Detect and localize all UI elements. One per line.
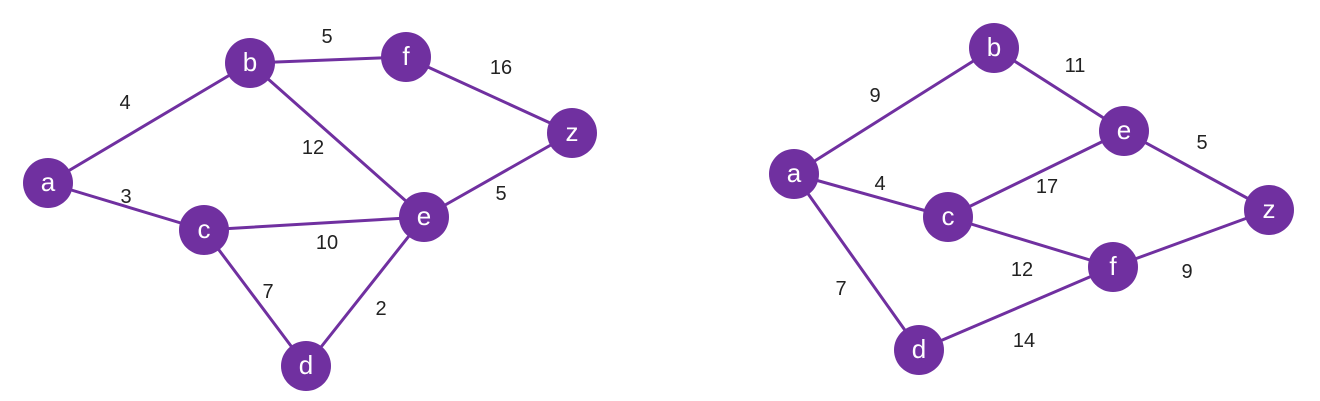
edge-right-d-f bbox=[917, 265, 1115, 352]
node-label-right-d: d bbox=[912, 334, 926, 364]
edge-weight-right-c-e: 17 bbox=[1036, 176, 1058, 198]
node-right-c bbox=[923, 192, 973, 242]
node-label-left-a: a bbox=[41, 167, 56, 197]
edge-left-a-c bbox=[46, 181, 206, 232]
node-label-left-b: b bbox=[243, 47, 257, 77]
edge-weight-left-c-e: 10 bbox=[316, 232, 338, 254]
edge-left-b-e bbox=[248, 61, 426, 219]
node-right-a bbox=[769, 149, 819, 199]
edge-right-a-c bbox=[792, 172, 950, 219]
node-right-z bbox=[1244, 185, 1294, 235]
node-left-c bbox=[179, 205, 229, 255]
node-label-left-z: z bbox=[566, 117, 579, 147]
edge-weight-left-b-e: 12 bbox=[302, 137, 324, 159]
graph-left: 4 3 5 16 12 10 5 7 2 a b f z c e d bbox=[23, 26, 597, 391]
node-right-f bbox=[1088, 242, 1138, 292]
edge-left-c-e bbox=[202, 215, 426, 232]
node-label-left-d: d bbox=[299, 350, 313, 380]
node-right-b bbox=[969, 23, 1019, 73]
node-label-right-b: b bbox=[987, 32, 1001, 62]
edge-right-a-b bbox=[792, 46, 996, 176]
node-label-right-a: a bbox=[787, 158, 802, 188]
edge-weight-right-a-d: 7 bbox=[835, 278, 846, 300]
edge-weight-right-f-z: 9 bbox=[1181, 261, 1192, 283]
edge-weight-right-d-f: 14 bbox=[1013, 330, 1035, 352]
edge-weight-right-a-b: 9 bbox=[869, 85, 880, 107]
edge-right-c-f bbox=[946, 215, 1115, 269]
node-left-f bbox=[381, 32, 431, 82]
edge-left-d-e bbox=[304, 215, 426, 368]
edge-left-b-f bbox=[248, 55, 408, 65]
edge-right-f-z bbox=[1111, 208, 1271, 269]
node-label-right-z: z bbox=[1263, 194, 1276, 224]
edge-weight-left-b-f: 5 bbox=[321, 26, 332, 48]
edge-left-a-b bbox=[46, 61, 252, 185]
node-left-d bbox=[281, 341, 331, 391]
edge-weight-left-e-z: 5 bbox=[495, 183, 506, 205]
edge-left-f-z bbox=[404, 55, 574, 135]
node-left-a bbox=[23, 158, 73, 208]
node-right-e bbox=[1099, 106, 1149, 156]
edge-right-a-d bbox=[792, 172, 921, 352]
node-left-b bbox=[225, 38, 275, 88]
edge-weight-left-d-e: 2 bbox=[375, 298, 386, 320]
edge-weight-right-a-c: 4 bbox=[874, 173, 885, 195]
node-label-left-c: c bbox=[198, 214, 211, 244]
graph-right: 9 11 4 17 5 12 9 7 14 a b e c z f d bbox=[769, 23, 1294, 375]
edge-right-b-e bbox=[992, 46, 1126, 133]
edge-weight-right-e-z: 5 bbox=[1196, 132, 1207, 154]
edge-weight-left-a-c: 3 bbox=[120, 186, 131, 208]
edge-right-c-e bbox=[946, 129, 1126, 219]
edge-weight-left-a-b: 4 bbox=[119, 92, 130, 114]
edge-left-e-z bbox=[422, 131, 574, 219]
node-label-left-f: f bbox=[402, 41, 410, 71]
node-right-d bbox=[894, 325, 944, 375]
edge-weight-right-b-e: 11 bbox=[1065, 55, 1086, 77]
node-label-right-e: e bbox=[1117, 115, 1131, 145]
edge-left-c-d bbox=[202, 228, 308, 368]
node-left-e bbox=[399, 192, 449, 242]
node-left-z bbox=[547, 108, 597, 158]
edge-weight-left-c-d: 7 bbox=[262, 281, 273, 303]
node-label-right-c: c bbox=[942, 201, 955, 231]
node-label-left-e: e bbox=[417, 201, 431, 231]
edge-weight-left-f-z: 16 bbox=[490, 57, 512, 79]
edge-right-e-z bbox=[1122, 129, 1271, 212]
node-label-right-f: f bbox=[1109, 251, 1117, 281]
edge-weight-right-c-f: 12 bbox=[1011, 259, 1033, 281]
